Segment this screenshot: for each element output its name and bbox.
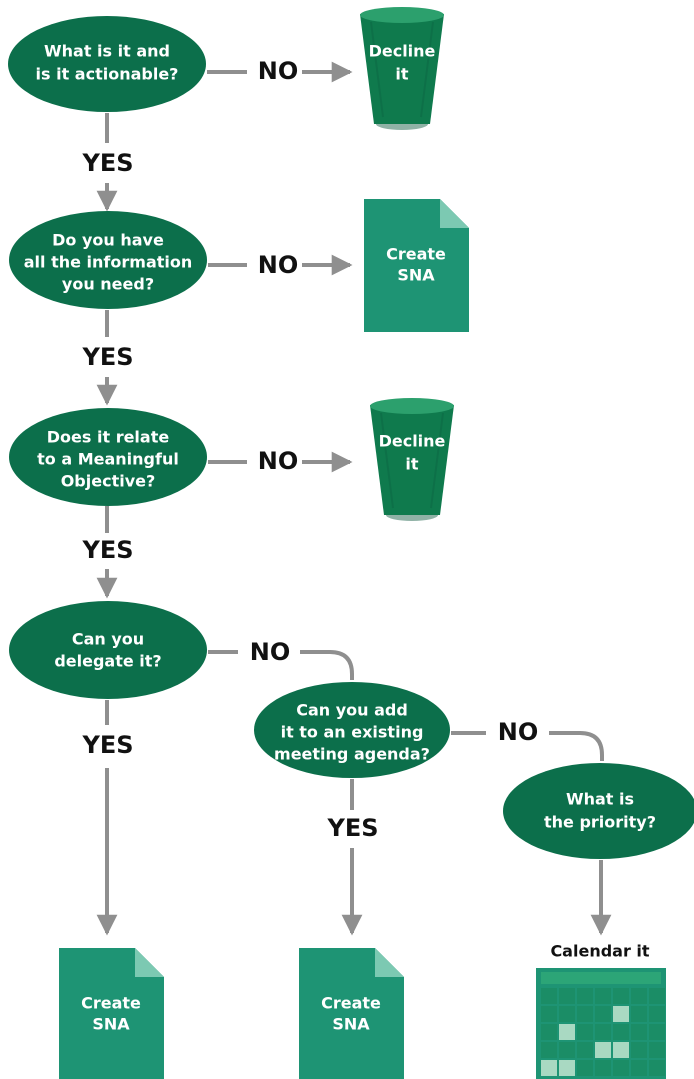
question-5-bubble [254, 682, 450, 778]
question-2-line-2: all the information [24, 253, 193, 272]
question-1-bubble [8, 16, 206, 112]
calendar-cell [649, 1006, 665, 1022]
create-sna-3-line-2: SNA [332, 1015, 370, 1034]
calendar-cell [595, 1024, 611, 1040]
question-5-no-connector-right [549, 731, 604, 761]
calendar-cell [631, 1024, 647, 1040]
create-sna-document-1: Create SNA [364, 199, 469, 332]
calendar-cell [559, 988, 575, 1004]
question-1-line-1: What is it and [44, 42, 170, 61]
question-6-line-2: the priority? [544, 813, 656, 832]
create-sna-1-line-2: SNA [397, 266, 435, 285]
question-1-yes-label: YES [81, 149, 133, 177]
question-4-bubble [9, 601, 207, 699]
decline-2-line-2: it [405, 455, 418, 474]
decline-2-line-1: Decline [379, 432, 446, 451]
question-2-line-1: Do you have [52, 231, 164, 250]
calendar-cell [613, 1024, 629, 1040]
decline-1-line-1: Decline [369, 42, 436, 61]
calendar-cell [595, 1042, 611, 1058]
calendar-cell [595, 1006, 611, 1022]
question-4-no-connector-right [300, 650, 354, 680]
calendar-cell [541, 1042, 557, 1058]
question-5-yes-label: YES [326, 814, 378, 842]
question-2-yes-label: YES [81, 343, 133, 371]
question-6-line-1: What is [566, 790, 634, 809]
calendar-cell [577, 988, 593, 1004]
question-4-no-label: NO [250, 638, 291, 666]
question-1-no-label: NO [258, 57, 299, 85]
calendar-cell [559, 1006, 575, 1022]
question-2-line-3: you need? [62, 275, 154, 294]
question-5-line-1: Can you add [296, 701, 408, 720]
calendar-cell [631, 1060, 647, 1076]
create-sna-document-3: Create SNA [299, 948, 404, 1079]
calendar-grid [541, 988, 665, 1076]
question-4-line-1: Can you [72, 630, 144, 649]
calendar-cell [613, 1060, 629, 1076]
question-3-no-label: NO [258, 447, 299, 475]
decline-bin-2: Decline it [370, 398, 454, 521]
question-4-line-2: delegate it? [54, 652, 161, 671]
calendar-cell [613, 988, 629, 1004]
create-sna-3-line-1: Create [321, 994, 381, 1013]
question-2-bubble [9, 211, 207, 309]
create-sna-2-line-2: SNA [92, 1015, 130, 1034]
calendar-cell [631, 1006, 647, 1022]
question-3-yes-label: YES [81, 536, 133, 564]
calendar-cell [577, 1024, 593, 1040]
calendar-header [541, 972, 661, 984]
create-sna-2-line-1: Create [81, 994, 141, 1013]
calendar-cell [649, 1024, 665, 1040]
decline-bin-1: Decline it [360, 7, 444, 130]
calendar-cell [595, 1060, 611, 1076]
decline-1-line-2: it [395, 65, 408, 84]
calendar-cell [577, 1042, 593, 1058]
calendar-cell [613, 1006, 629, 1022]
calendar-cell [559, 1060, 575, 1076]
question-4-yes-label: YES [81, 731, 133, 759]
question-5-line-2: it to an existing [281, 723, 424, 742]
calendar-cell [631, 988, 647, 1004]
calendar-cell [577, 1006, 593, 1022]
calendar-cell [595, 988, 611, 1004]
calendar-cell [559, 1042, 575, 1058]
question-1-line-2: is it actionable? [36, 65, 179, 84]
calendar-cell [559, 1024, 575, 1040]
question-3-line-1: Does it relate [47, 428, 170, 447]
question-2-no-label: NO [258, 251, 299, 279]
question-6-bubble [503, 763, 694, 859]
calendar-cell [541, 1006, 557, 1022]
calendar-cell [613, 1042, 629, 1058]
calendar-cell [649, 988, 665, 1004]
create-sna-document-2: Create SNA [59, 948, 164, 1079]
question-3-line-3: Objective? [61, 472, 156, 491]
calendar-cell [649, 1060, 665, 1076]
calendar-outcome: Calendar it [536, 942, 666, 1079]
calendar-cell [541, 988, 557, 1004]
calendar-cell [541, 1024, 557, 1040]
question-5-line-3: meeting agenda? [274, 745, 430, 764]
create-sna-1-line-1: Create [386, 245, 446, 264]
question-3-line-2: to a Meaningful [37, 450, 179, 469]
calendar-cell [631, 1042, 647, 1058]
calendar-title: Calendar it [550, 942, 649, 961]
question-5-no-label: NO [498, 718, 539, 746]
calendar-cell [577, 1060, 593, 1076]
question-3-bubble [9, 408, 207, 506]
calendar-cell [649, 1042, 665, 1058]
calendar-cell [541, 1060, 557, 1076]
